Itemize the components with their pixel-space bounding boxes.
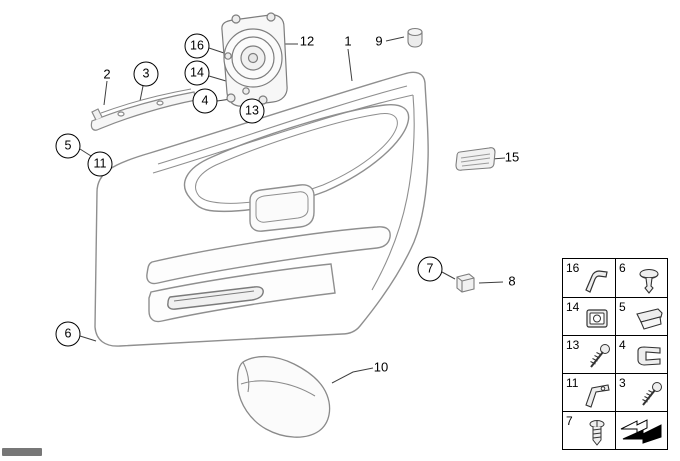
clip-part-8	[456, 273, 475, 293]
legend-label: 5	[619, 300, 626, 314]
callout-16[interactable]: 16	[184, 33, 210, 59]
legend-label: 13	[566, 338, 580, 352]
door-panel	[94, 71, 429, 347]
legend-cell-arrow[interactable]	[615, 411, 667, 449]
callout-2[interactable]: 2	[103, 66, 111, 82]
legend-cell-6[interactable]: 6	[615, 259, 667, 297]
callout-5[interactable]: 5	[55, 133, 81, 159]
legend-label: 4	[619, 338, 626, 352]
legend-cell-4[interactable]: 4	[615, 335, 667, 373]
direction-arrow-icon	[620, 419, 662, 444]
callout-10[interactable]: 10	[373, 359, 389, 375]
screw-vertical-icon	[589, 420, 605, 446]
fastener-legend: 16 6 14 5	[562, 258, 668, 450]
clip-icon	[585, 270, 608, 293]
cage-nut-icon	[586, 309, 608, 328]
screw-icon	[642, 382, 662, 406]
callout-4[interactable]: 4	[192, 88, 218, 114]
legend-cell-13[interactable]: 13	[563, 335, 615, 373]
plug-part-9	[407, 27, 423, 48]
speed-nut-icon	[637, 346, 661, 366]
callout-12[interactable]: 12	[299, 33, 315, 49]
legend-cell-14[interactable]: 14	[563, 297, 615, 335]
speaker	[221, 12, 288, 107]
callout-14[interactable]: 14	[184, 60, 210, 86]
legend-cell-3[interactable]: 3	[615, 373, 667, 411]
legend-label: 3	[619, 376, 626, 390]
callout-6[interactable]: 6	[55, 321, 81, 347]
callout-1[interactable]: 1	[344, 33, 352, 49]
lens-part-15	[455, 147, 496, 171]
callout-7[interactable]: 7	[417, 256, 443, 282]
spring-clip-icon	[636, 308, 663, 330]
footer-part-code-mark	[2, 448, 42, 456]
mounting-bracket	[90, 88, 197, 131]
legend-cell-7[interactable]: 7	[563, 411, 615, 449]
legend-label: 16	[566, 261, 580, 275]
legend-label: 6	[619, 261, 626, 275]
callout-15[interactable]: 15	[504, 149, 520, 165]
legend-label: 14	[566, 300, 580, 314]
armrest-pad-part-10	[236, 355, 331, 438]
legend-cell-5[interactable]: 5	[615, 297, 667, 335]
callout-9[interactable]: 9	[375, 33, 383, 49]
grommet-icon	[639, 269, 659, 294]
callout-8[interactable]: 8	[508, 273, 516, 289]
legend-label: 7	[566, 414, 573, 428]
retainer-icon	[585, 384, 610, 408]
legend-label: 11	[566, 376, 579, 390]
callout-11[interactable]: 11	[87, 151, 113, 177]
callout-13[interactable]: 13	[239, 98, 265, 124]
screw-icon	[590, 344, 610, 368]
legend-cell-16[interactable]: 16	[563, 259, 615, 297]
legend-cell-11[interactable]: 11	[563, 373, 615, 411]
callout-3[interactable]: 3	[133, 61, 159, 87]
